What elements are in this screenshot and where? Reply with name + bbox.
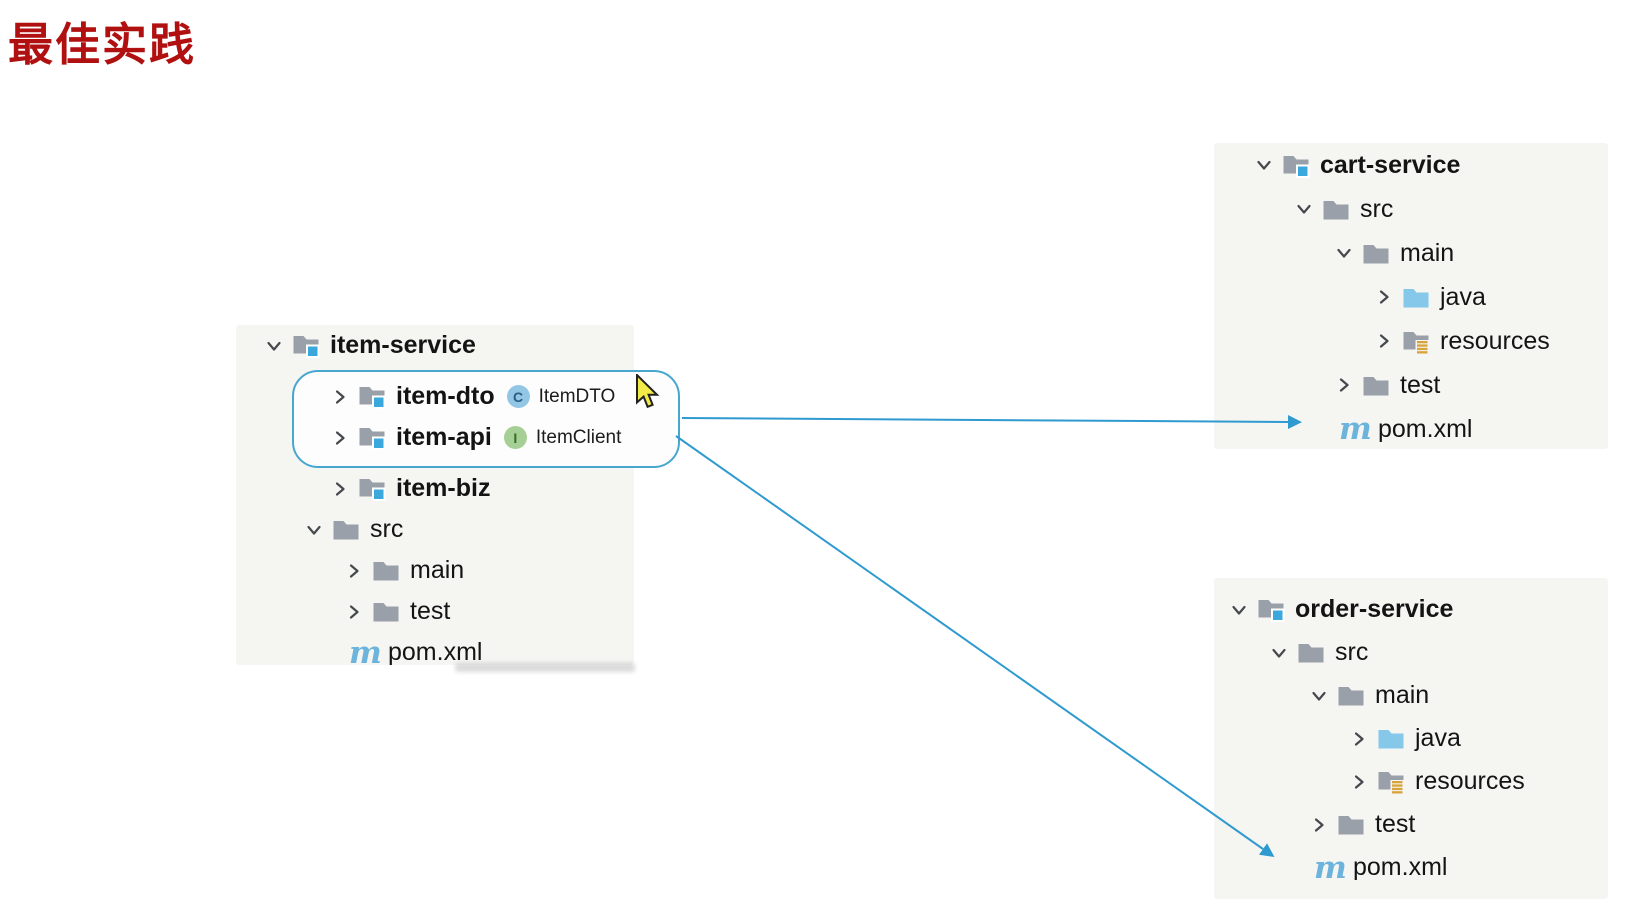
chevron-right-icon[interactable]: [1373, 330, 1395, 352]
java-folder-icon: [1376, 725, 1406, 752]
folder-icon: [371, 598, 401, 625]
cropped-text-remnant: [455, 663, 635, 672]
chevron-down-icon[interactable]: [1268, 642, 1290, 664]
highlight-box: [292, 370, 680, 468]
tree-row-resources[interactable]: resources: [1228, 760, 1608, 803]
tree-item-label: pom.xml: [1353, 853, 1448, 881]
chevron-right-icon[interactable]: [343, 560, 365, 582]
folder-icon: [1361, 240, 1391, 267]
module-folder-icon: [1256, 596, 1286, 623]
chevron-right-icon[interactable]: [1348, 771, 1370, 793]
tree-row-resources[interactable]: resources: [1253, 319, 1608, 363]
resources-folder-icon: [1401, 328, 1431, 355]
tree-row-test[interactable]: test: [263, 591, 634, 632]
folder-icon: [1336, 811, 1366, 838]
folder-icon: [1321, 196, 1351, 223]
dependency-arrow-to-cart-pom: [681, 415, 1302, 429]
tree-row-src[interactable]: src: [263, 509, 634, 550]
chevron-down-icon[interactable]: [263, 335, 285, 357]
module-folder-icon: [1281, 152, 1311, 179]
tree-row-item-api[interactable]: item-api I ItemClient: [263, 417, 634, 458]
tree-item-label: main: [1400, 238, 1455, 267]
tree-item-label: resources: [1415, 767, 1525, 795]
tree-row-src[interactable]: src: [1228, 631, 1608, 674]
chevron-right-icon[interactable]: [343, 601, 365, 623]
tree-item-label: item-dto: [396, 382, 495, 410]
maven-icon: m: [1339, 411, 1372, 447]
tree-item-label: item-biz: [396, 474, 491, 502]
module-folder-icon: [357, 475, 387, 502]
chevron-down-icon[interactable]: [1228, 599, 1250, 621]
module-folder-icon: [357, 424, 387, 451]
chevron-down-icon[interactable]: [1308, 685, 1330, 707]
tree-row-test[interactable]: test: [1253, 363, 1608, 407]
maven-icon: m: [349, 634, 382, 671]
dependency-arrow-to-order-pom: [675, 435, 1275, 858]
tree-item-label: src: [1360, 194, 1394, 223]
chevron-right-icon[interactable]: [329, 478, 351, 500]
tree-row-java[interactable]: java: [1228, 717, 1608, 760]
page-title: 最佳实践: [8, 19, 197, 70]
contained-type-name: ItemClient: [535, 426, 622, 448]
folder-icon: [1361, 372, 1391, 399]
tree-item-label: java: [1415, 724, 1461, 752]
tree-item-label: main: [410, 556, 465, 584]
tree-row-cart-service[interactable]: cart-service: [1253, 143, 1608, 187]
tree-row-src[interactable]: src: [1253, 187, 1608, 231]
folder-icon: [1336, 682, 1366, 709]
chevron-down-icon[interactable]: [303, 519, 325, 541]
folder-icon: [371, 557, 401, 584]
tree-row-item-dto[interactable]: item-dto C ItemDTO: [263, 376, 634, 417]
tree-item-label: src: [370, 515, 404, 543]
interface-badge-icon: I: [503, 426, 527, 449]
chevron-right-icon[interactable]: [1308, 814, 1330, 836]
tree-row-main[interactable]: main: [1228, 674, 1608, 717]
tree-item-label: order-service: [1295, 595, 1454, 623]
tree-row-test[interactable]: test: [1228, 803, 1608, 846]
java-folder-icon: [1401, 284, 1431, 311]
tree-item-label: test: [1375, 810, 1416, 838]
chevron-right-icon[interactable]: [329, 427, 351, 449]
chevron-down-icon[interactable]: [1253, 154, 1275, 176]
chevron-down-icon[interactable]: [1333, 242, 1355, 264]
tree-item-label: main: [1375, 681, 1430, 709]
tree-item-label: item-api: [396, 423, 492, 451]
tree-row-order-service[interactable]: order-service: [1228, 588, 1608, 631]
resources-folder-icon: [1376, 768, 1406, 795]
project-tree-item-service: item-service item-dto C ItemDTO item-api I Ite…: [236, 325, 680, 668]
maven-icon: m: [1314, 849, 1347, 886]
tree-row-item-service[interactable]: item-service: [263, 325, 634, 366]
tree-item-label: test: [410, 597, 451, 625]
tree-row-main[interactable]: main: [1253, 231, 1608, 275]
folder-icon: [331, 516, 361, 543]
chevron-right-icon[interactable]: [1373, 286, 1395, 308]
tree-row-item-biz[interactable]: item-biz: [263, 468, 634, 509]
tree-item-label: item-service: [330, 331, 476, 359]
tree-row-main[interactable]: main: [263, 550, 634, 591]
chevron-down-icon[interactable]: [1293, 198, 1315, 220]
contained-type-name: ItemDTO: [538, 385, 616, 407]
module-folder-icon: [357, 383, 387, 410]
chevron-right-icon[interactable]: [1348, 728, 1370, 750]
tree-item-label: cart-service: [1320, 150, 1461, 179]
module-folder-icon: [291, 332, 321, 359]
tree-item-label: test: [1400, 370, 1441, 399]
tree-item-label: java: [1440, 282, 1486, 311]
tree-row-java[interactable]: java: [1253, 275, 1608, 319]
chevron-right-icon[interactable]: [329, 386, 351, 408]
class-badge-icon: C: [506, 385, 530, 408]
tree-item-label: src: [1335, 638, 1369, 666]
chevron-right-icon[interactable]: [1333, 374, 1355, 396]
tree-item-label: pom.xml: [1378, 414, 1473, 443]
folder-icon: [1296, 639, 1326, 666]
tree-item-label: resources: [1440, 326, 1550, 355]
tree-item-label: pom.xml: [388, 638, 483, 666]
